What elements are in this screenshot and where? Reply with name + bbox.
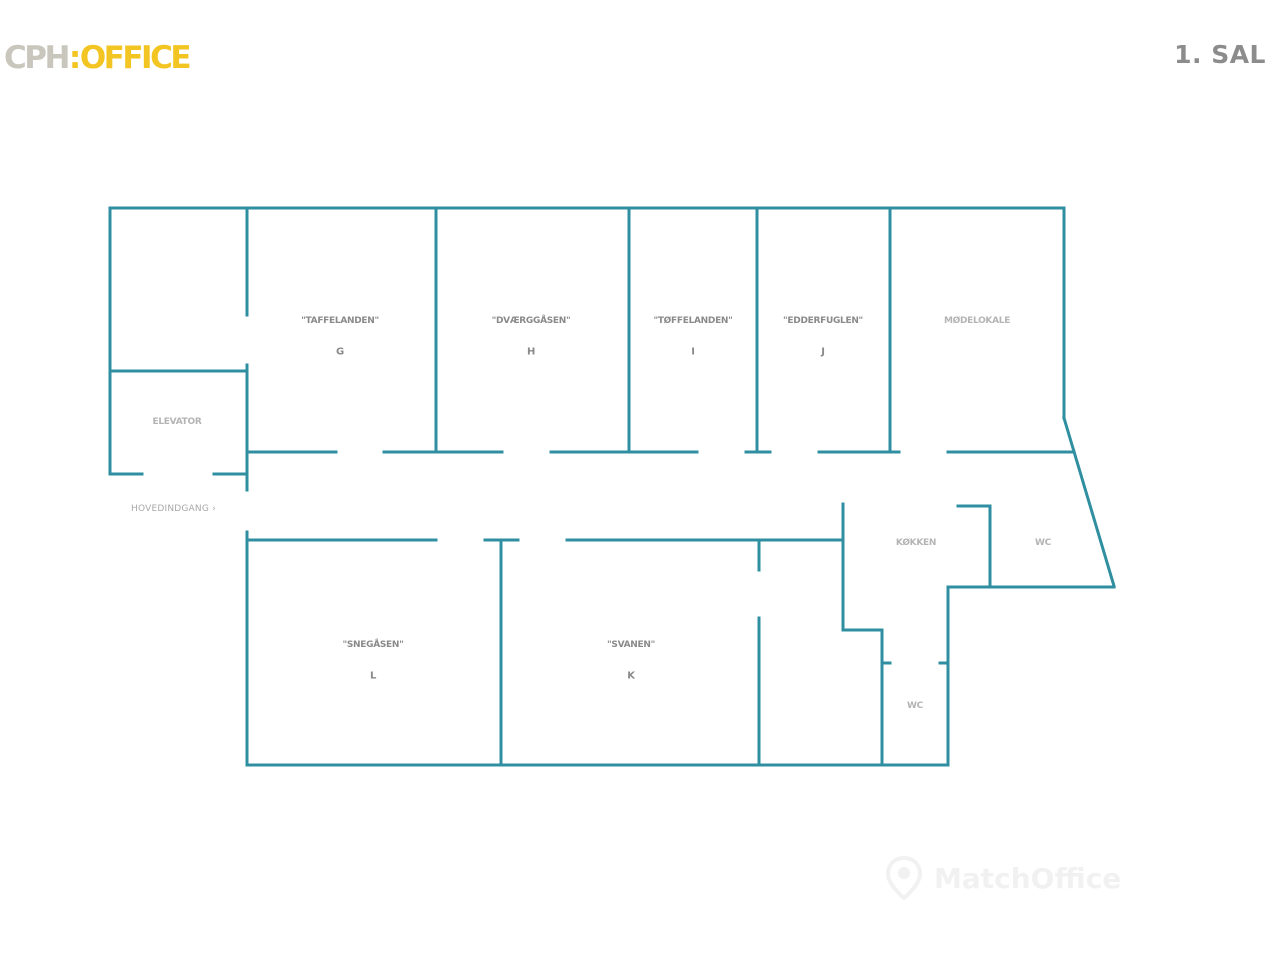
room-g-letter: G (336, 346, 344, 358)
room-i-letter: I (691, 346, 695, 358)
location-pin-icon (886, 856, 922, 900)
room-wc2-name: WC (907, 701, 923, 711)
room-g-name: "TAFFELANDEN" (301, 316, 379, 326)
room-elevator-name: ELEVATOR (152, 417, 202, 427)
room-i-name: "TØFFELANDEN" (653, 316, 733, 326)
room-k-letter: K (627, 670, 635, 682)
room-j-name: "EDDERFUGLEN" (783, 316, 863, 326)
logo-office: OFFICE (79, 40, 192, 76)
room-l-name: "SNEGÅSEN" (342, 640, 404, 650)
main-entrance-label: HOVEDINDGANG › (131, 504, 216, 514)
floor-title: 1. SAL (1174, 40, 1266, 69)
room-l-letter: L (369, 670, 377, 682)
cph-office-logo: CPH:OFFICE (4, 38, 192, 78)
room-h-name: "DVÆRGGÅSEN" (491, 316, 571, 326)
room-k-name: "SVANEN" (607, 640, 655, 650)
room-meeting-name: MØDELOKALE (943, 316, 1011, 326)
wall-diagonal-right (1062, 416, 1116, 588)
logo-colon: : (68, 40, 81, 76)
room-wc1-name: WC (1035, 538, 1051, 548)
room-j-letter: J (821, 346, 825, 358)
matchoffice-watermark: MatchOffice (886, 856, 1121, 900)
watermark-text: MatchOffice (934, 861, 1122, 895)
room-h-letter: H (526, 346, 536, 358)
room-kitchen-name: KØKKEN (895, 538, 937, 548)
logo-cph: CPH (4, 40, 70, 76)
